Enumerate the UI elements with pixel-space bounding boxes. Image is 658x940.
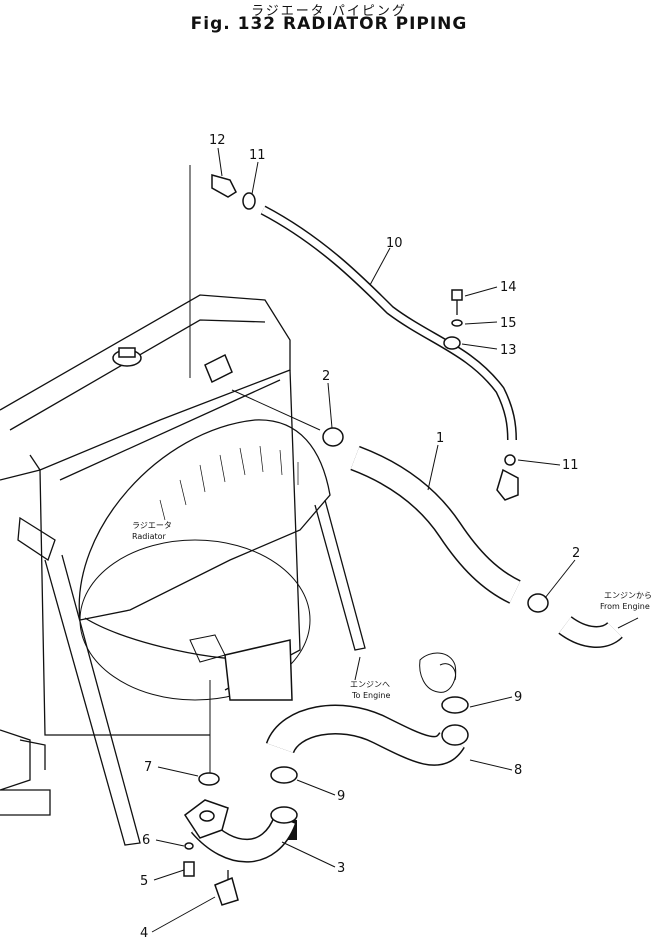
callout-9-lower: 9 [337,789,345,804]
callout-15: 15 [500,316,517,331]
callout-2-lower: 2 [572,546,580,561]
radiator-label-jp: ラジエータ [132,521,172,530]
callout-9-upper: 9 [514,690,522,705]
title-japanese: ラジエータ パイピング [251,4,407,19]
callout-2-upper: 2 [322,369,330,384]
callout-7: 7 [144,760,152,775]
callout-8: 8 [514,763,522,778]
callout-11-lower: 11 [562,458,579,473]
callout-12: 12 [209,133,226,148]
callout-1: 1 [436,431,444,446]
callout-3: 3 [337,861,345,876]
callout-10: 10 [386,236,403,251]
callout-6: 6 [142,833,150,848]
callout-14: 14 [500,280,517,295]
hose-1 [322,427,639,648]
radiator-drawing [0,165,366,846]
from-engine-label-jp: エンジンから [604,591,652,600]
radiator-label-en: Radiator [132,532,167,541]
figure-title: Fig. 132 RADIATOR PIPING [190,14,468,34]
annotations: ラジエータ Radiator エンジンへ To Engine エンジンから Fr… [132,521,652,700]
leader-lines [151,147,576,933]
pipe-3-assembly [183,772,298,906]
callout-4: 4 [140,926,148,940]
hose-8 [265,652,469,784]
callout-13: 13 [500,343,517,358]
callout-numbers: 12 11 10 14 15 13 2 1 11 2 9 8 7 9 6 3 5… [140,133,580,940]
callout-11-top: 11 [249,148,266,163]
from-engine-label-en: From Engine [600,602,650,611]
to-engine-label-jp: エンジンへ [350,680,390,689]
to-engine-label-en: To Engine [351,691,390,700]
callout-5: 5 [140,874,148,889]
upper-hose-10 [211,174,519,501]
